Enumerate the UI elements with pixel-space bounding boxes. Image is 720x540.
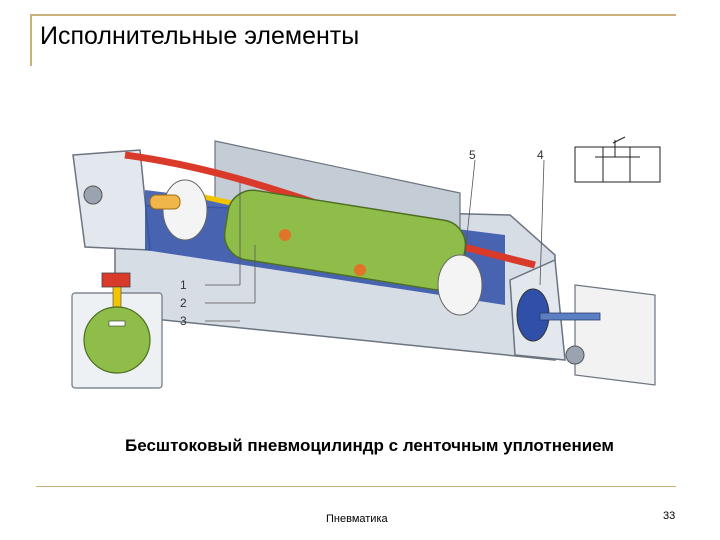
rodless-cylinder-illustration: 1 2 3 4 5 bbox=[71, 136, 661, 389]
title-frame-top bbox=[30, 14, 676, 16]
page-number: 33 bbox=[663, 510, 676, 522]
damper-bushing bbox=[149, 194, 181, 210]
footer-text: Пневматика bbox=[326, 513, 388, 525]
footer-divider bbox=[36, 486, 676, 487]
title-frame-left bbox=[30, 14, 32, 66]
callout-2: 2 bbox=[180, 296, 187, 310]
slide-title: Исполнительные элементы bbox=[40, 22, 360, 50]
callout-3: 3 bbox=[180, 314, 187, 328]
piston-pin-2 bbox=[354, 264, 366, 276]
end-cap-port bbox=[565, 345, 585, 365]
figure-caption: Бесштоковый пневмоцилиндр с ленточным уп… bbox=[125, 436, 614, 455]
piston-pin-1 bbox=[279, 229, 291, 241]
pneumatic-cylinder-symbol bbox=[574, 136, 661, 183]
callout-1: 1 bbox=[180, 278, 187, 292]
left-port bbox=[83, 185, 103, 205]
left-end-cap bbox=[72, 149, 151, 251]
callout-4: 4 bbox=[537, 148, 544, 162]
exploded-end-cap bbox=[574, 284, 656, 386]
right-seal-ring bbox=[437, 254, 483, 316]
cushion-screw bbox=[539, 312, 601, 321]
left-seal-ring bbox=[162, 179, 208, 241]
callout-5: 5 bbox=[469, 148, 476, 162]
inset-band bbox=[108, 320, 126, 327]
callout-leaders bbox=[205, 159, 545, 322]
inset-piston bbox=[83, 306, 151, 374]
inset-band-top bbox=[101, 272, 131, 288]
